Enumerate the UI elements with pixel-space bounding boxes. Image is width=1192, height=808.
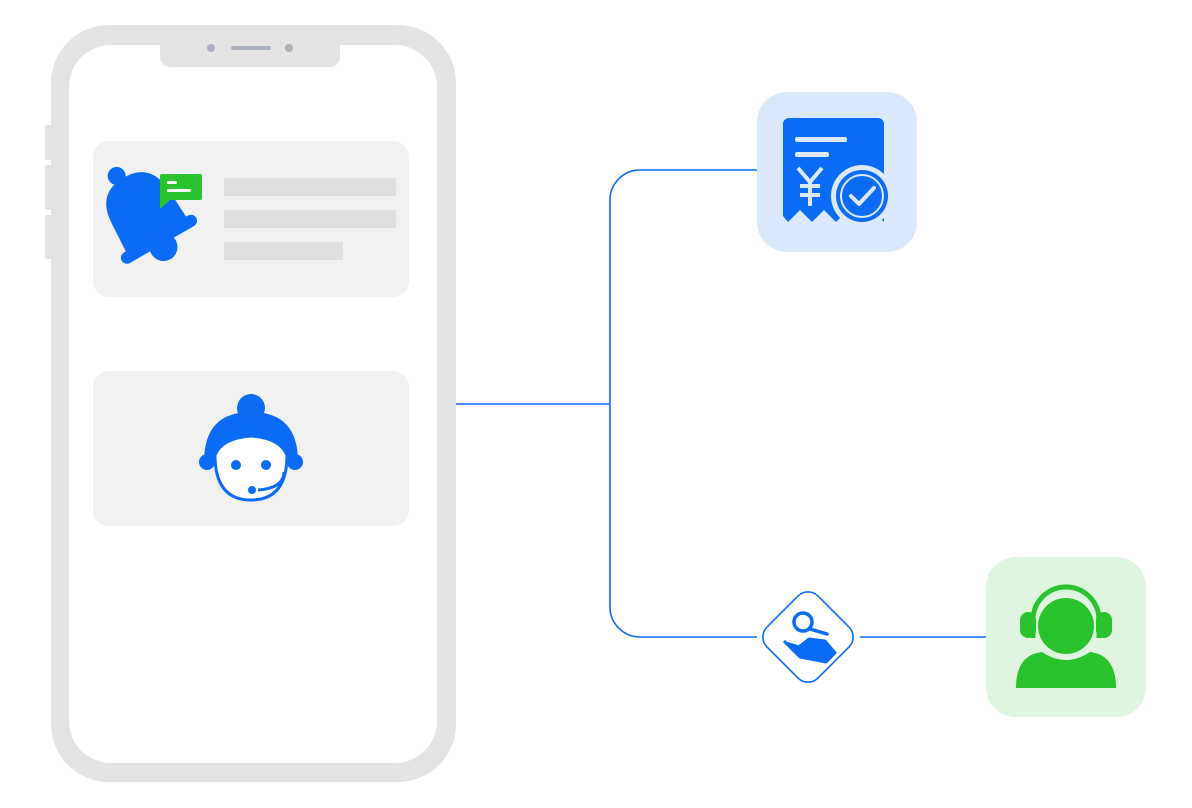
- bell-with-message-icon: [106, 166, 202, 264]
- receipt-yuan-check-icon: [783, 118, 893, 227]
- search-service-node[interactable]: [757, 586, 859, 688]
- receipt-node[interactable]: [757, 92, 917, 252]
- placeholder-line: [224, 242, 343, 260]
- customer-service-woman-icon: [199, 394, 303, 502]
- phone-sensor: [285, 44, 293, 52]
- agent-node[interactable]: [986, 557, 1146, 717]
- phone-camera: [207, 44, 215, 52]
- hand-search-icon: [782, 611, 837, 664]
- phone-speaker: [231, 46, 271, 50]
- phone-mockup: [45, 25, 456, 782]
- headset-agent-icon: [1016, 584, 1116, 688]
- connector-branch: [609, 169, 758, 638]
- notification-card[interactable]: [79, 141, 409, 297]
- placeholder-line: [224, 178, 396, 196]
- phone-notch: [160, 45, 340, 67]
- customer-service-card[interactable]: [93, 371, 409, 526]
- connector-lines: [456, 169, 986, 638]
- placeholder-line: [224, 210, 396, 228]
